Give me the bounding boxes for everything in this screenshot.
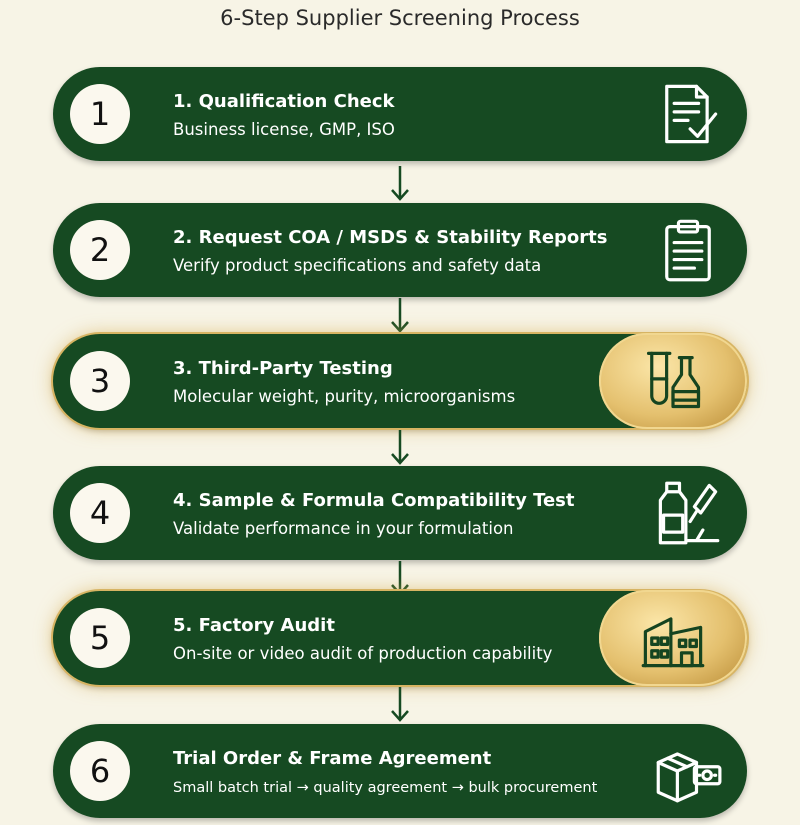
step-5: 5 5. Factory Audit On-site or video audi…: [53, 590, 747, 686]
arrow-down-icon: [390, 296, 410, 334]
step-number: 6: [70, 741, 130, 801]
page-title: 6-Step Supplier Screening Process: [220, 6, 580, 30]
step-description: Molecular weight, purity, microorganisms: [173, 387, 516, 406]
step-number: 1: [70, 84, 130, 144]
step-4: 4 4. Sample & Formula Compatibility Test…: [53, 466, 747, 560]
step-description: Small batch trial → quality agreement → …: [173, 780, 598, 796]
step-3: 3 3. Third-Party Testing Molecular weigh…: [53, 333, 747, 429]
step-number: 5: [70, 608, 130, 668]
step-description: Business license, GMP, ISO: [173, 120, 395, 139]
document-check-icon: [651, 77, 725, 151]
lab-flask-icon: [599, 333, 747, 429]
step-title: 5. Factory Audit: [173, 615, 335, 636]
step-title: Trial Order & Frame Agreement: [173, 748, 492, 769]
arrow-down-icon: [390, 428, 410, 466]
box-money-icon: [651, 734, 725, 808]
bottle-pipette-icon: [651, 476, 725, 550]
step-description: Validate performance in your formulation: [173, 519, 514, 538]
step-number: 3: [70, 351, 130, 411]
step-number: 4: [70, 483, 130, 543]
step-title: 1. Qualification Check: [173, 91, 395, 112]
clipboard-icon: [651, 213, 725, 287]
arrow-down-icon: [390, 685, 410, 723]
arrow-down-icon: [390, 164, 410, 202]
step-6: 6 Trial Order & Frame Agreement Small ba…: [53, 724, 747, 818]
step-description: On-site or video audit of production cap…: [173, 644, 553, 663]
factory-icon: [599, 590, 747, 686]
step-2: 2 2. Request COA / MSDS & Stability Repo…: [53, 203, 747, 297]
step-title: 4. Sample & Formula Compatibility Test: [173, 490, 575, 511]
step-title: 3. Third-Party Testing: [173, 358, 393, 379]
step-number: 2: [70, 220, 130, 280]
step-1: 1 1. Qualification Check Business licens…: [53, 67, 747, 161]
step-title: 2. Request COA / MSDS & Stability Report…: [173, 227, 608, 248]
step-description: Verify product specifications and safety…: [173, 256, 542, 275]
